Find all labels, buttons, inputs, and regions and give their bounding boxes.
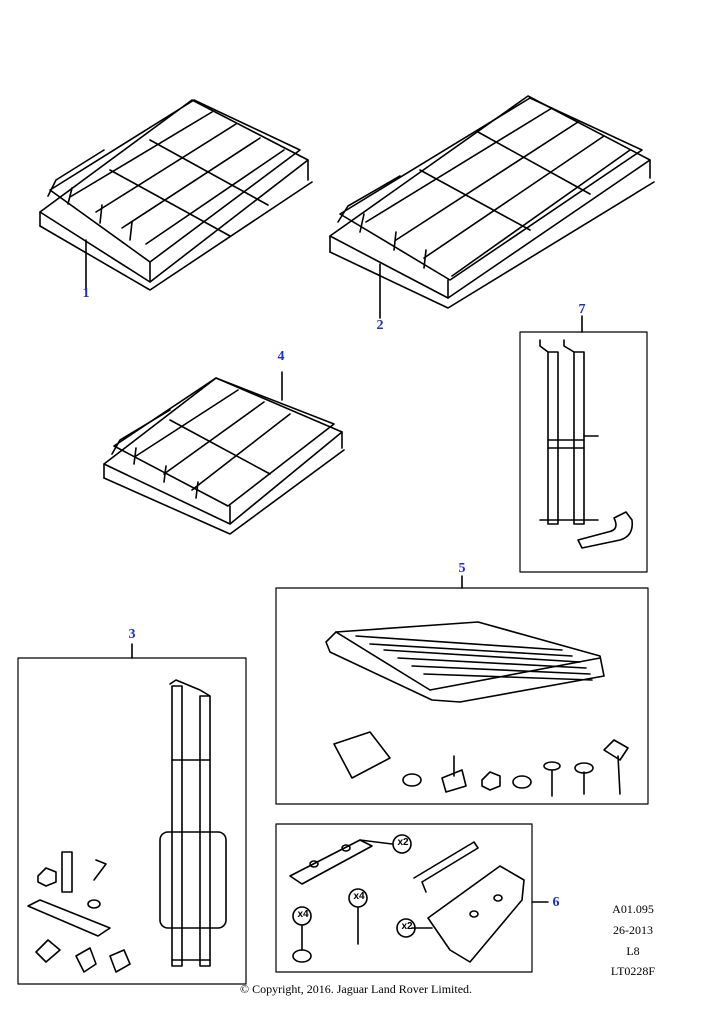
- callout-2: 2: [376, 318, 384, 333]
- reference-date: 26-2013: [613, 923, 653, 937]
- callout-4: 4: [277, 349, 285, 364]
- copyright-notice: © Copyright, 2016. Jaguar Land Rover Lim…: [239, 982, 473, 996]
- ladder-kit-box: [519, 315, 648, 573]
- reference-code: A01.095: [612, 902, 654, 916]
- reference-level: L8: [626, 944, 640, 958]
- quantity-x4-bolt: x4: [353, 891, 365, 902]
- roof-rack-2: [329, 95, 655, 319]
- callout-3: 3: [128, 627, 136, 642]
- illustration-code: LT0228F: [610, 964, 656, 978]
- callout-5: 5: [458, 561, 466, 576]
- callout-7: 7: [578, 302, 586, 317]
- quantity-x2-plate: x2: [397, 837, 409, 848]
- callout-1: 1: [82, 286, 90, 301]
- roof-rack-4: [103, 371, 345, 535]
- roof-rack-1: [39, 99, 313, 291]
- side-ladder-box: [17, 643, 247, 985]
- quantity-x2-bracket: x2: [401, 921, 413, 932]
- alloy-rack-box: [275, 575, 649, 805]
- quantity-x4-washer: x4: [297, 909, 309, 920]
- fitting-kit-box: [275, 823, 549, 973]
- callout-6: 6: [552, 895, 560, 910]
